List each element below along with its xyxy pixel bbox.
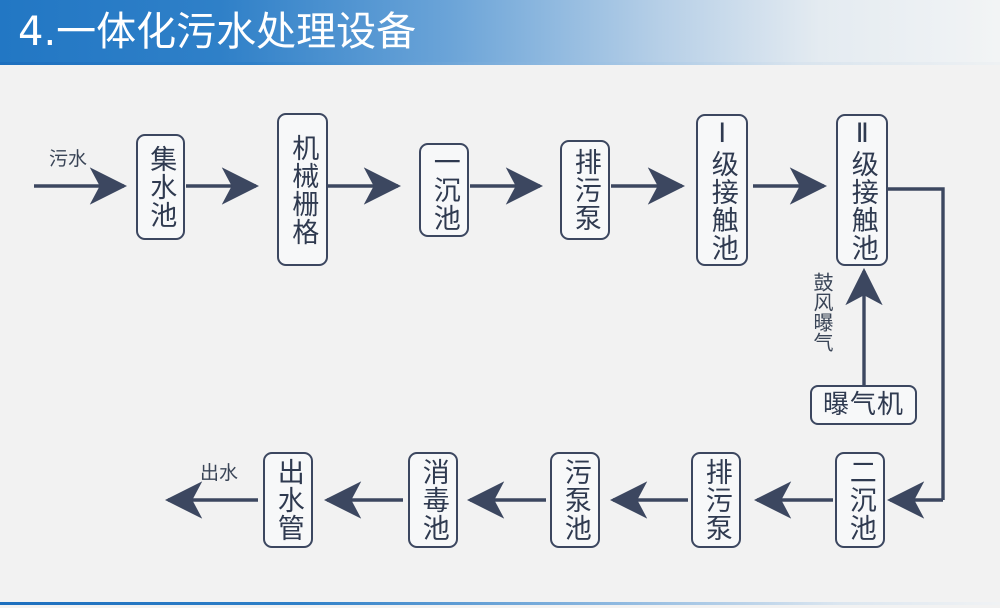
node-label: 污泵池 xyxy=(559,458,591,542)
node-label: Ⅱ级接触池 xyxy=(846,118,878,262)
node-label: 二沉池 xyxy=(844,458,876,542)
node-label: 出水管 xyxy=(272,458,304,542)
node-jiechuchi-2[interactable]: Ⅱ级接触池 xyxy=(836,114,888,266)
node-label: 排污泵 xyxy=(700,458,732,542)
node-label: 一沉池 xyxy=(428,148,460,232)
node-wubengchi[interactable]: 污泵池 xyxy=(550,452,600,548)
node-jiechuchi-1[interactable]: Ⅰ级接触池 xyxy=(696,114,748,266)
node-chushuiguan[interactable]: 出水管 xyxy=(263,452,313,548)
flow-diagram: 污水 出水 鼓风曝气 集水池 机械栅格 一沉池 排污泵 Ⅰ级接触池 Ⅱ级接触池 … xyxy=(0,63,1000,602)
node-label: 排污泵 xyxy=(569,148,601,232)
node-paiwubeng-2[interactable]: 排污泵 xyxy=(691,452,741,548)
node-label: 集水池 xyxy=(145,145,177,229)
outlet-label: 出水 xyxy=(200,462,239,484)
page-title: 4.一体化污水处理设备 xyxy=(18,9,417,55)
node-label: 曝气机 xyxy=(822,389,904,420)
node-label: 机械栅格 xyxy=(287,133,319,246)
node-label: Ⅰ级接触池 xyxy=(706,118,738,262)
node-baoqiji[interactable]: 曝气机 xyxy=(810,385,917,425)
node-label: 消毒池 xyxy=(417,458,449,542)
node-paiwubeng-1[interactable]: 排污泵 xyxy=(560,140,610,240)
footer-accent-rule xyxy=(0,602,1000,605)
node-jixieshange[interactable]: 机械栅格 xyxy=(277,113,328,266)
inlet-label: 污水 xyxy=(49,148,88,170)
node-xiaoduchi[interactable]: 消毒池 xyxy=(408,452,458,548)
header-accent-rule xyxy=(0,62,1000,65)
node-yichenchi[interactable]: 一沉池 xyxy=(419,143,469,237)
node-erchenchi[interactable]: 二沉池 xyxy=(835,452,885,548)
node-jishuichi[interactable]: 集水池 xyxy=(136,134,185,240)
aeration-label: 鼓风曝气 xyxy=(810,272,834,352)
page-header xyxy=(0,0,1000,63)
